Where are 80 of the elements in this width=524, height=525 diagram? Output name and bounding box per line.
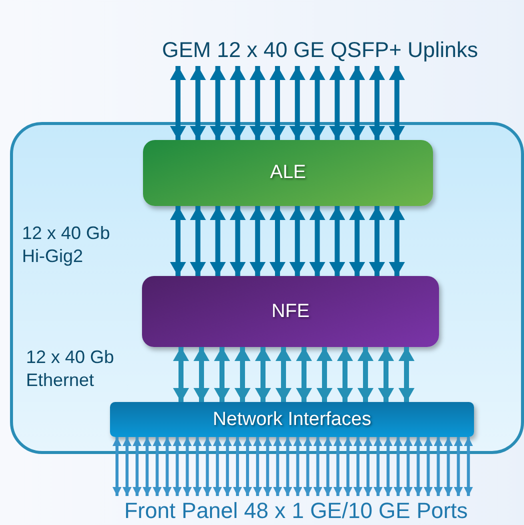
double-arrow	[349, 206, 366, 276]
ale-block: ALE	[143, 140, 433, 206]
double-arrow	[250, 66, 266, 140]
double-arrow	[293, 437, 302, 496]
double-arrow	[182, 437, 192, 496]
double-arrow	[329, 66, 346, 140]
double-arrow	[250, 206, 266, 276]
double-arrow	[364, 437, 372, 496]
double-arrow	[388, 206, 405, 276]
double-arrow	[404, 437, 413, 496]
double-arrow	[214, 347, 230, 402]
double-arrow	[316, 347, 332, 402]
double-arrow	[232, 437, 242, 496]
double-arrow	[414, 437, 423, 496]
double-arrow	[309, 66, 326, 140]
double-arrow	[323, 437, 332, 496]
double-arrow	[464, 437, 473, 496]
double-arrow	[394, 437, 403, 496]
double-arrow	[190, 66, 206, 140]
double-arrow	[424, 437, 433, 496]
double-arrow	[172, 437, 182, 496]
double-arrow	[384, 437, 393, 496]
double-arrow	[349, 66, 366, 140]
double-arrow	[173, 347, 189, 402]
double-arrow	[313, 437, 322, 496]
double-arrow	[309, 206, 326, 276]
double-arrow	[243, 437, 252, 496]
double-arrow	[454, 437, 463, 496]
double-arrow	[190, 206, 206, 276]
double-arrow	[289, 66, 306, 140]
double-arrow	[296, 347, 312, 402]
link-label: 12 x 40 Gb Hi-Gig2	[22, 222, 112, 268]
double-arrow	[253, 437, 262, 496]
double-arrow	[210, 206, 226, 276]
double-arrow	[255, 347, 271, 402]
double-arrow	[337, 347, 353, 402]
link-label: 12 x 40 Gb Ethernet	[26, 346, 116, 392]
nfe-block: NFE	[142, 276, 439, 347]
double-arrow	[353, 437, 362, 496]
ports-label: Front Panel 48 x 1 GE/10 GE Ports	[90, 496, 502, 525]
double-arrow	[170, 206, 186, 276]
double-arrow	[329, 206, 346, 276]
double-arrow	[112, 437, 122, 496]
double-arrow	[122, 437, 132, 496]
chassis-panel	[10, 122, 524, 454]
double-arrow	[369, 206, 385, 276]
double-arrow	[162, 437, 172, 496]
double-arrow	[202, 437, 212, 496]
double-arrow	[132, 437, 142, 496]
double-arrow	[303, 437, 312, 496]
double-arrow	[210, 66, 226, 140]
double-arrow	[358, 347, 374, 402]
double-arrow	[374, 437, 383, 496]
double-arrow	[378, 347, 394, 402]
double-arrow	[444, 437, 453, 496]
double-arrow	[234, 347, 250, 402]
double-arrow	[222, 437, 232, 496]
double-arrow	[289, 206, 306, 276]
double-arrow	[270, 66, 286, 140]
double-arrow	[369, 66, 385, 140]
double-arrow	[194, 347, 210, 402]
double-arrow	[388, 66, 405, 140]
double-arrow	[398, 347, 414, 402]
double-arrow	[212, 437, 222, 496]
double-arrow	[343, 437, 352, 496]
double-arrow	[276, 347, 292, 402]
double-arrow	[142, 437, 152, 496]
double-arrow	[333, 437, 342, 496]
double-arrow	[192, 437, 202, 496]
uplinks-label: GEM 12 x 40 GE QSFP+ Uplinks	[120, 34, 520, 66]
double-arrow	[273, 437, 282, 496]
double-arrow	[152, 437, 162, 496]
double-arrow	[170, 66, 186, 140]
double-arrow	[270, 206, 286, 276]
double-arrow	[230, 66, 246, 140]
double-arrow	[230, 206, 246, 276]
double-arrow	[263, 437, 272, 496]
double-arrow	[434, 437, 443, 496]
double-arrow	[283, 437, 292, 496]
interfaces-bar: Network Interfaces	[110, 402, 474, 437]
